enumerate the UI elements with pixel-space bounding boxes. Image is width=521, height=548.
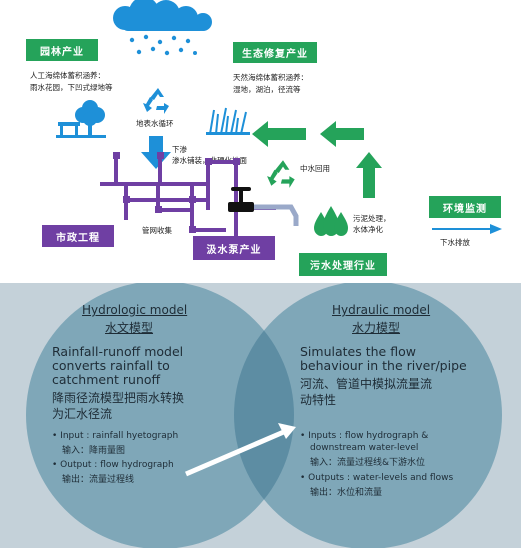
sludge-treatment-label: 污泥处理， (353, 214, 391, 223)
input-output-arrow (185, 428, 287, 477)
tag-sewage-treatment: 污水处理行业 (299, 253, 387, 276)
discharge-label: 下水排放 (440, 238, 470, 247)
hydraulic-desc-2: behaviour in the river/pipe (300, 358, 467, 373)
hydraulic-desc-zh-1: 河流、管道中模拟流量流 (300, 377, 433, 391)
purification-up-arrow (356, 152, 382, 198)
hydrologic-title-zh: 水文模型 (105, 321, 154, 335)
tree-bench-icon (56, 100, 106, 138)
hydrologic-desc-3: catchment runoff (52, 372, 161, 387)
reuse-left-arrow (252, 121, 306, 147)
hydrologic-input-zh: 输入：降雨量图 (62, 446, 126, 456)
pipe-network (100, 152, 299, 236)
hydraulic-inputs-2: downstream water-level (310, 443, 419, 453)
hydraulic-outputs: • Outputs : water-levels and flows (300, 473, 454, 483)
hydrologic-circle (26, 283, 294, 548)
hydrologic-desc-2: converts rainfall to (52, 358, 170, 373)
tag-eco-restoration: 生态修复产业 (233, 42, 317, 63)
surface-water-cycle-label: 地表水循环 (136, 119, 174, 128)
recycle-blue-icon (143, 88, 169, 114)
discharge-right-arrow (432, 224, 502, 234)
infiltration-down-arrow (141, 136, 171, 169)
model-comparison-diagram: Hydrologic model 水文模型 Rainfall-runoff mo… (0, 283, 521, 548)
artificial-sponge-title: 人工海绵体蓄积涵养： (30, 71, 105, 80)
water-reuse-label: 中水回用 (300, 164, 330, 173)
hydrologic-output-zh: 输出：流量过程线 (62, 475, 135, 485)
wetland-grass-icon (206, 107, 250, 135)
hydrologic-output: • Output : flow hydrograph (52, 460, 174, 470)
hydrologic-input: • Input : rainfall hyetograph (52, 431, 179, 441)
hydrologic-desc-zh-2: 为汇水径流 (52, 407, 113, 421)
water-purification-label: 水体净化 (353, 225, 383, 234)
venn-circles (26, 283, 502, 548)
pipe-collection-label: 管网收集 (142, 226, 172, 235)
tag-pump-industry: 汲水泵产业 (193, 236, 275, 260)
hydrologic-desc-1: Rainfall-runoff model (52, 344, 184, 359)
infiltration-label: 下渗 (172, 145, 187, 154)
reuse-left-arrow-2 (320, 121, 364, 147)
hydraulic-desc-zh-2: 动特性 (300, 393, 337, 407)
tag-garden-industry: 园林产业 (26, 39, 98, 61)
natural-sponge-examples: 湿地，湖泊，径流等 (233, 85, 301, 94)
recycle-green-icon (267, 160, 295, 188)
hydraulic-inputs-zh: 输入：流量过程线&下游水位 (310, 458, 426, 468)
hydraulic-inputs: • Inputs : flow hydrograph & (300, 431, 429, 441)
natural-sponge-title: 天然海绵体蓄积涵养： (233, 73, 308, 82)
rain-cloud-icon (113, 0, 212, 56)
tag-environment-monitoring: 环境监测 (429, 196, 501, 218)
hydraulic-outputs-zh: 输出：水位和流量 (310, 488, 383, 498)
hydrologic-title: Hydrologic model (82, 303, 188, 317)
artificial-sponge-examples: 雨水花园，下凹式绿地等 (30, 83, 113, 92)
sponge-city-diagram: 园林产业 生态修复产业 市政工程 汲水泵产业 污水处理行业 环境监测 人工海绵体… (26, 0, 502, 276)
water-drops-icon (314, 206, 348, 236)
hydraulic-desc-1: Simulates the flow (300, 344, 416, 359)
hydraulic-title-zh: 水力模型 (352, 321, 401, 335)
hydraulic-title: Hydraulic model (332, 303, 431, 317)
hydraulic-circle (234, 283, 502, 548)
tag-municipal-engineering: 市政工程 (42, 225, 114, 247)
hydrologic-desc-zh-1: 降雨径流模型把雨水转换 (52, 391, 185, 405)
